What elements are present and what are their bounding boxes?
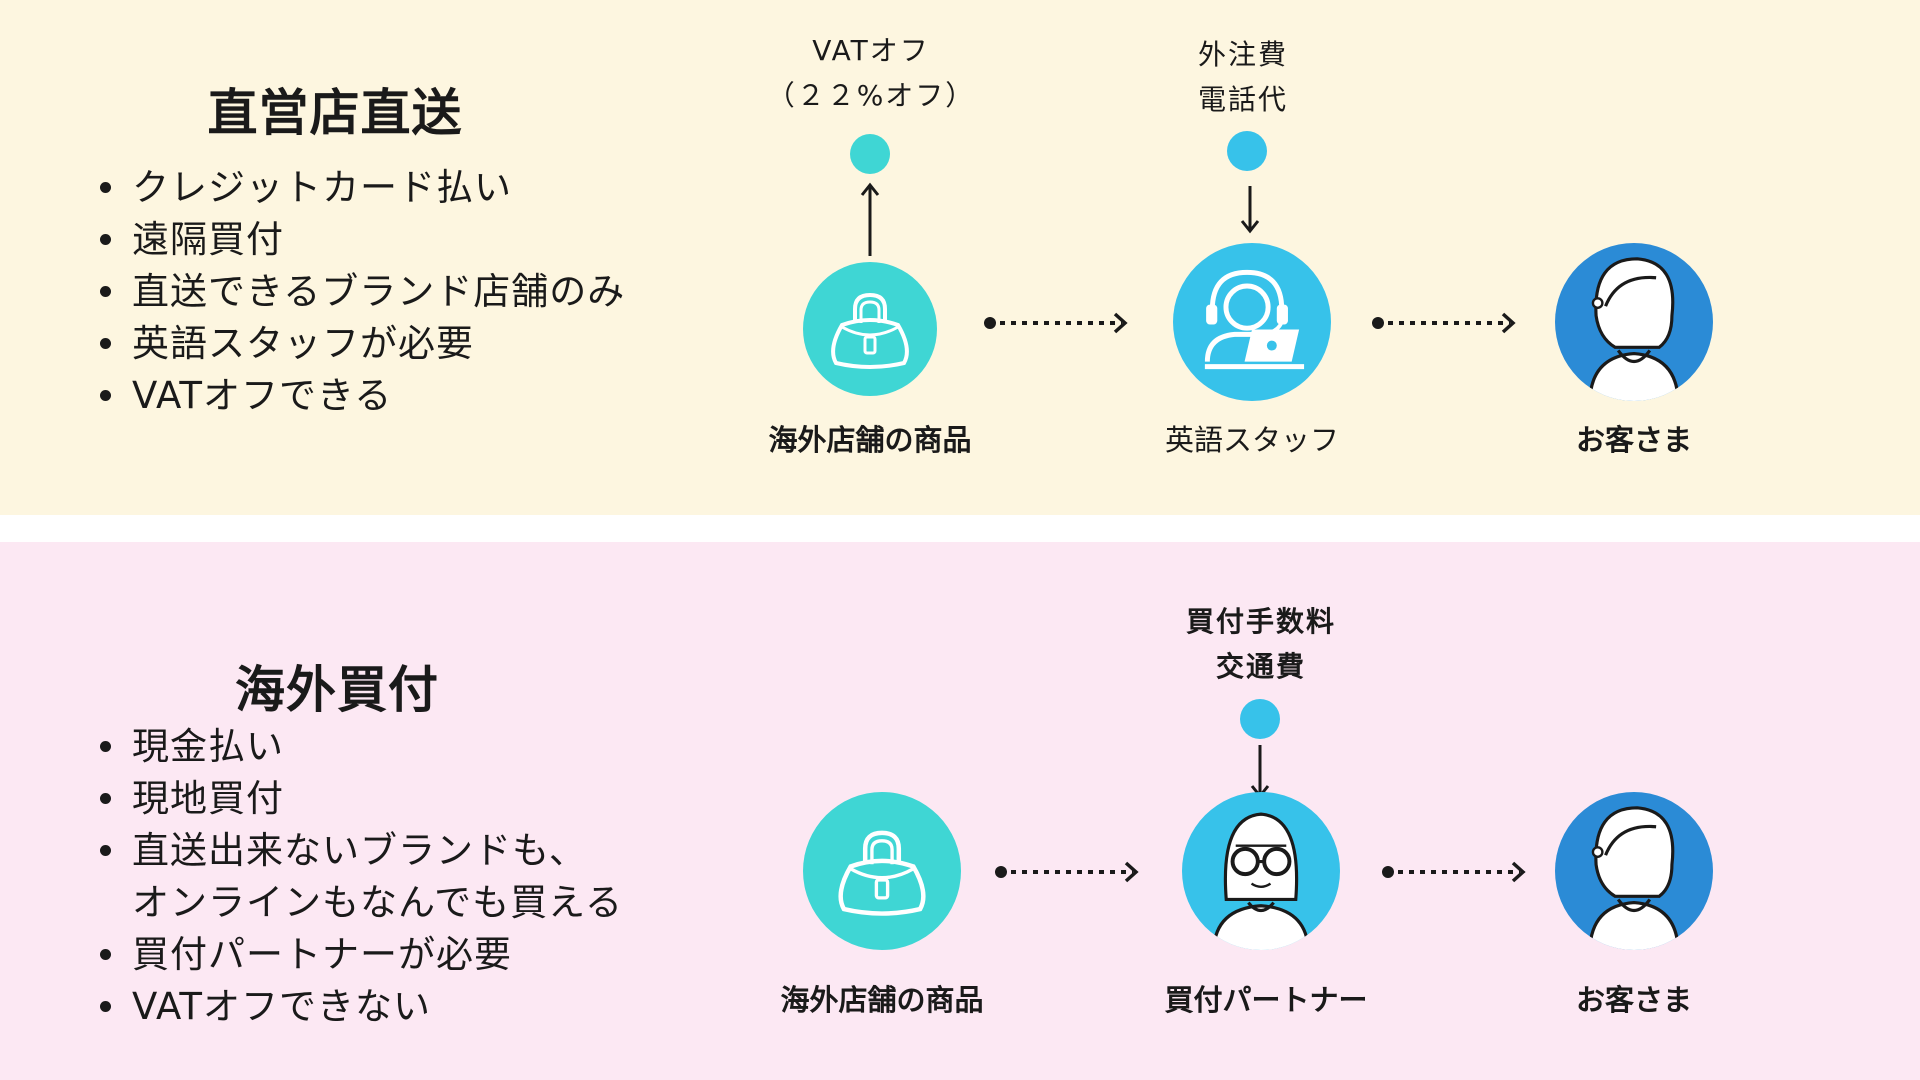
dotted-arrow-icon — [1372, 312, 1516, 334]
vat-benefit-text: VATオフ （２２%オフ） — [766, 34, 976, 112]
customer-person-icon — [1588, 257, 1680, 401]
direct-feature-item: VATオフできる — [100, 370, 625, 422]
customer-node-label: お客さま — [1575, 423, 1692, 457]
vat-benefit-dot — [850, 134, 890, 174]
partner-cost-dot — [1240, 699, 1280, 739]
handbag-icon — [831, 292, 909, 369]
direct-title: 直営店直送 — [207, 84, 463, 142]
dotted-arrow-icon — [1382, 861, 1526, 883]
partner-glasses-person-icon — [1212, 812, 1310, 950]
overseas-feature-item: 直送出来ないブランドも、 オンラインもなんでも買える — [100, 825, 623, 929]
direct-shipping-panel: 直営店直送 クレジットカード払い 遠隔買付 直送できるブランド店舗のみ 英語スタ… — [0, 0, 1920, 515]
customer-node-label: お客さま — [1575, 983, 1692, 1017]
overseas-feature-list: 現金払い 現地買付 直送出来ないブランドも、 オンラインもなんでも買える 買付パ… — [100, 721, 623, 1033]
direct-feature-list: クレジットカード払い 遠隔買付 直送できるブランド店舗のみ 英語スタッフが必要 … — [100, 162, 625, 422]
direct-feature-item: 英語スタッフが必要 — [100, 318, 625, 370]
customer-person-icon — [1588, 806, 1680, 950]
overseas-feature-item: 現金払い — [100, 721, 623, 773]
dotted-arrow-icon — [995, 861, 1139, 883]
product-node — [803, 262, 937, 396]
overseas-buying-panel: 海外買付 現金払い 現地買付 直送出来ないブランドも、 オンラインもなんでも買え… — [0, 542, 1920, 1080]
down-arrow-icon — [1250, 745, 1270, 799]
english-staff-node-label: 英語スタッフ — [1164, 423, 1339, 457]
overseas-title: 海外買付 — [235, 661, 439, 719]
staff-cost-dot — [1227, 131, 1267, 171]
product-node-label: 海外店舗の商品 — [780, 983, 984, 1017]
headset-staff-laptop-icon — [1204, 269, 1305, 370]
up-arrow-icon — [860, 182, 880, 256]
partner-cost-text: 買付手数料 交通費 — [1185, 605, 1336, 683]
overseas-feature-item: VATオフできない — [100, 981, 623, 1033]
overseas-feature-item: 現地買付 — [100, 773, 623, 825]
product-node — [803, 792, 961, 950]
staff-cost-text: 外注費 電話代 — [1197, 38, 1288, 116]
handbag-icon — [838, 830, 926, 916]
direct-feature-item: クレジットカード払い — [100, 162, 625, 214]
partner-node-label: 買付パートナー — [1164, 983, 1368, 1017]
direct-feature-item: 遠隔買付 — [100, 214, 625, 266]
english-staff-node — [1173, 243, 1331, 401]
product-node-label: 海外店舗の商品 — [768, 423, 972, 457]
overseas-feature-item: 買付パートナーが必要 — [100, 929, 623, 981]
customer-node — [1555, 792, 1713, 950]
customer-node — [1555, 243, 1713, 401]
down-arrow-icon — [1240, 186, 1260, 234]
dotted-arrow-icon — [984, 312, 1128, 334]
direct-feature-item: 直送できるブランド店舗のみ — [100, 266, 625, 318]
partner-node — [1182, 792, 1340, 950]
